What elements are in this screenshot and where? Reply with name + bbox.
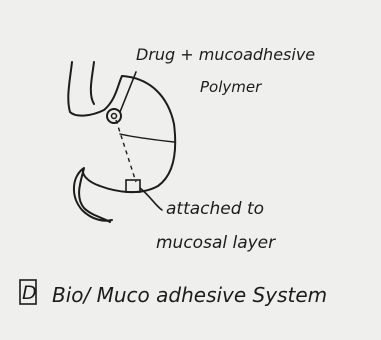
label-polymer: Polymer — [200, 78, 262, 96]
drug-core — [112, 114, 117, 119]
caption-marker: D — [22, 282, 37, 304]
label-attached: attached to — [166, 199, 264, 219]
caption-text: Bio/ Muco adhesive System — [52, 283, 327, 307]
attached-box — [126, 180, 140, 192]
stomach-midline — [120, 134, 174, 142]
label-mucosal: mucosal layer — [156, 233, 276, 253]
drug-circle — [107, 109, 121, 123]
dashed-path — [116, 120, 136, 182]
esophagus-inner — [91, 62, 94, 104]
attached-pointer — [140, 188, 162, 210]
drug-pointer — [120, 72, 136, 112]
label-drug: Drug + mucoadhesive — [136, 45, 315, 64]
stomach-outline — [68, 62, 175, 222]
